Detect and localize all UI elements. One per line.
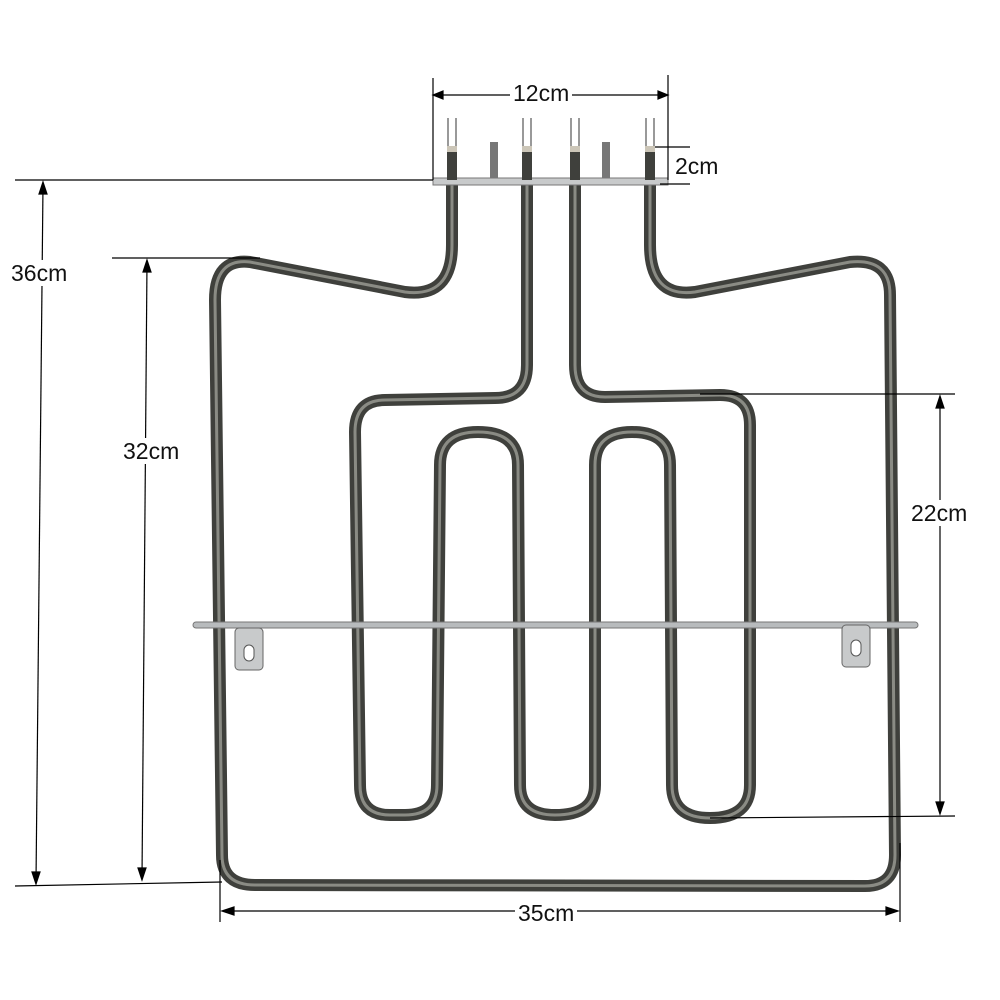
terminal-block bbox=[432, 118, 669, 186]
dimension-label-terminal-spacing: 12cm bbox=[510, 80, 573, 106]
support-bar bbox=[192, 621, 919, 671]
mounting-bracket-right bbox=[841, 624, 871, 668]
dimension-label-width: 35cm bbox=[515, 900, 578, 926]
dimension-label-outer-height: 32cm bbox=[120, 438, 183, 464]
inner-heating-tube bbox=[349, 179, 756, 824]
dimension-label-inner-height: 22cm bbox=[908, 500, 971, 526]
outer-heating-tube bbox=[209, 179, 901, 892]
dimension-label-terminal-height: 2cm bbox=[672, 153, 722, 179]
mounting-bracket-left bbox=[234, 627, 264, 671]
dimension-lines bbox=[14, 75, 956, 922]
dimension-label-total-height: 36cm bbox=[8, 260, 71, 286]
